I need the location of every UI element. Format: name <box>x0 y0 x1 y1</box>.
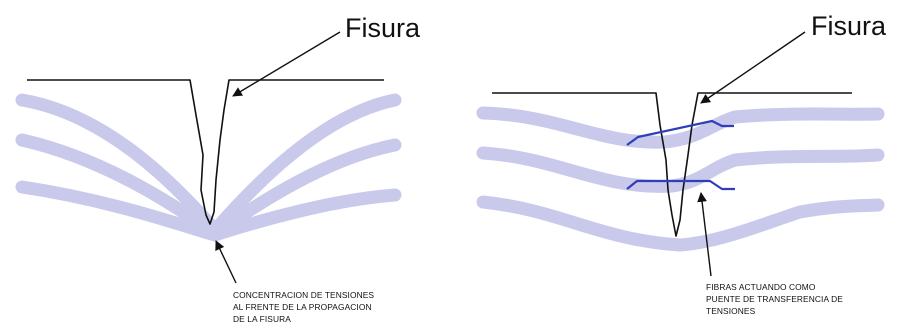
right-annotation-line-1: FIBRAS ACTUANDO COMO <box>706 282 816 292</box>
right-crack-pointer <box>700 31 806 104</box>
right-fiber-pointer <box>697 192 712 277</box>
right-title: Fisura <box>811 11 887 41</box>
right-stress-line-1 <box>476 106 885 149</box>
left-annotation: CONCENTRACION DE TENSIONES AL FRENTE DE … <box>233 290 377 324</box>
left-annotation-line-3: DE LA FISURA <box>233 314 291 324</box>
right-stress-line-3 <box>476 195 885 252</box>
left-stress-lines <box>15 93 402 242</box>
left-crack-pointer <box>232 31 341 97</box>
left-panel: Fisura CONCENTRACION DE TENSIONES AL FRE… <box>15 13 421 324</box>
bridging-fiber-upper <box>626 119 734 146</box>
left-crack-profile <box>27 79 384 225</box>
left-stress-line-3 <box>15 180 402 242</box>
right-annotation: FIBRAS ACTUANDO COMO PUENTE DE TRANSFERE… <box>706 282 845 316</box>
right-stress-lines <box>476 106 885 252</box>
bridging-fiber-lower <box>626 179 735 191</box>
right-panel: Fisura FIBRAS ACTUANDO COMO PUENTE DE TR… <box>476 11 887 316</box>
left-annotation-line-1: CONCENTRACION DE TENSIONES <box>233 290 374 300</box>
right-annotation-line-3: TENSIONES <box>706 306 756 316</box>
right-annotation-line-2: PUENTE DE TRANSFERENCIA DE <box>706 294 843 304</box>
left-annotation-line-2: AL FRENTE DE LA PROPAGACION <box>233 302 372 312</box>
left-stress-pointer <box>215 240 237 284</box>
right-stress-line-2 <box>476 146 885 193</box>
left-title: Fisura <box>345 13 421 43</box>
